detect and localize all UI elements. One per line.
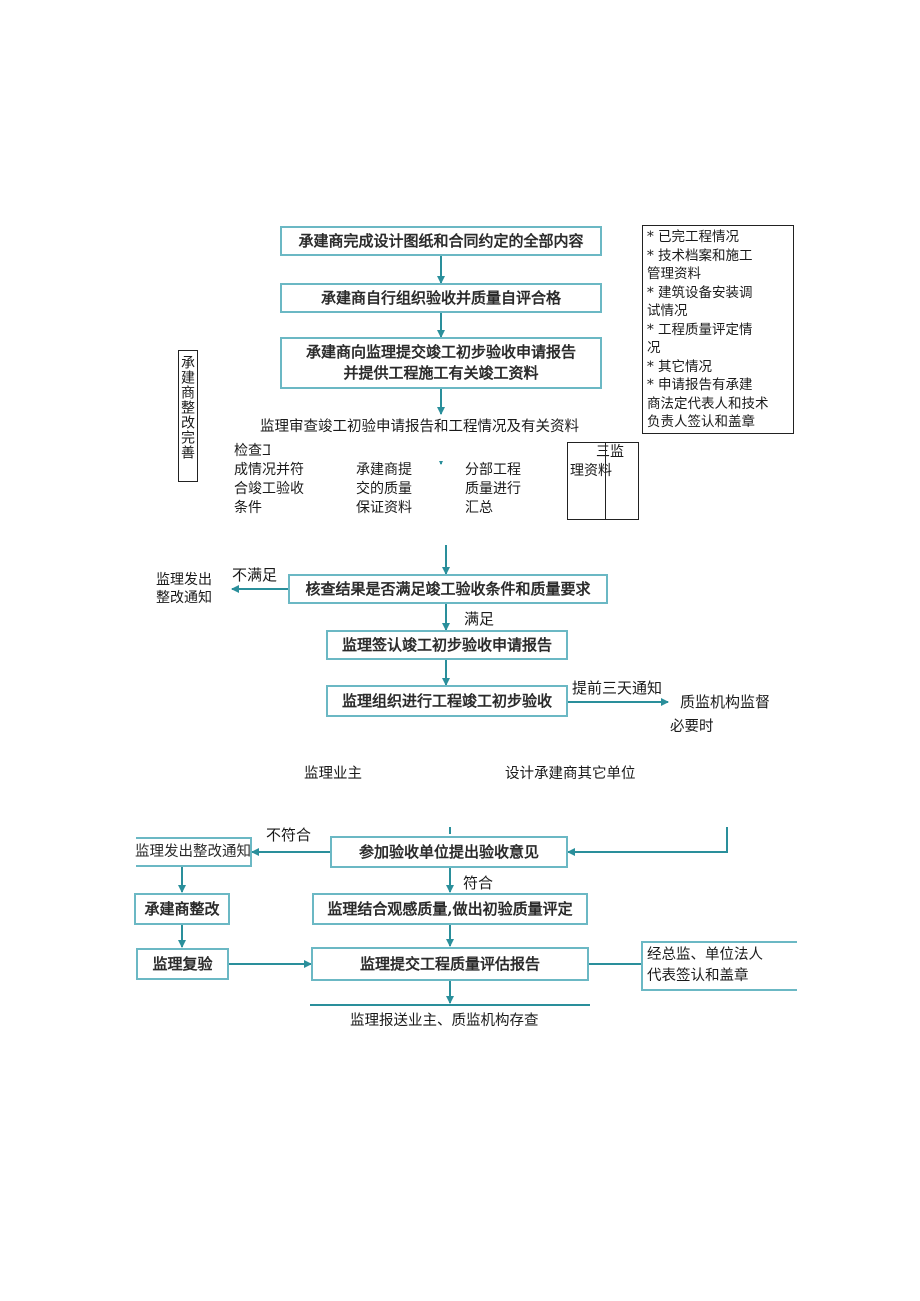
submission-materials-list: * 已完工程情况 * 技术档案和施工 管理资料 * 建筑设备安装调 试情况 * … [642, 225, 794, 434]
step3-line2: 并提供工程施工有关竣工资料 [343, 364, 539, 382]
list-item: 试情况 [647, 303, 688, 319]
opinions-text: 参加验收单位提出验收意见 [358, 842, 539, 861]
review-col-1-line: 条件 [234, 500, 262, 516]
participants-right: 设计承建商其它单位 [505, 766, 636, 782]
step3-box: 承建商向监理提交竣工初步验收申请报告 并提供工程施工有关竣工资料 [280, 337, 602, 389]
review-col-4-divider [605, 442, 606, 520]
review-heading: 监理审查竣工初验申请报告和工程情况及有关资料 [260, 419, 579, 435]
sign-box: 监理签认竣工初步验收申请报告 [326, 630, 568, 660]
sign-seal-line1: 经总监、单位法人 [647, 947, 763, 963]
review-col-3-line: 分部工程 [465, 462, 521, 478]
review-col-4-line: 三监 [596, 444, 624, 460]
organize-text: 监理组织进行工程竣工初步验收 [341, 691, 552, 710]
obscure-strip [270, 440, 596, 461]
archive-text: 监理报送业主、质监机构存查 [350, 1013, 539, 1029]
list-item: 负责人签认和盖章 [647, 414, 755, 430]
step2-box: 承建商自行组织验收并质量自评合格 [280, 283, 602, 313]
review-col-2-line: 承建商提 [356, 462, 412, 478]
step1-text: 承建商完成设计图纸和合同约定的全部内容 [298, 231, 584, 250]
review-col-3: 分部工程 质量进行 汇总 [465, 461, 521, 518]
list-item: * 技术档案和施工 [647, 247, 753, 264]
report-text: 监理提交工程质量评估报告 [359, 954, 540, 973]
sign-seal-note: 经总监、单位法人 代表签认和盖章 [641, 941, 797, 991]
step3-line1: 承建商向监理提交竣工初步验收申请报告 [305, 343, 576, 361]
evaluate-box: 监理结合观感质量,做出初验质量评定 [312, 893, 588, 925]
review-col-2: 承建商提 交的质量 保证资料 [356, 461, 412, 518]
review-col-3-line: 汇总 [465, 500, 493, 516]
review-col-1-line: 成情况并符 [234, 462, 304, 478]
rectify-notice-top-line2: 整改通知 [156, 590, 212, 606]
step2-text: 承建商自行组织验收并质量自评合格 [320, 288, 561, 307]
when-necessary: 必要时 [670, 719, 714, 735]
review-col-3-line: 质量进行 [465, 481, 521, 497]
evaluate-text: 监理结合观感质量,做出初验质量评定 [327, 899, 573, 918]
review-col-1-line: 合竣工验收 [234, 481, 304, 497]
list-item: * 工程质量评定情 [647, 321, 753, 338]
label-satisfied: 满足 [464, 610, 495, 628]
list-item: 管理资料 [647, 266, 701, 282]
opinions-box: 参加验收单位提出验收意见 [330, 836, 568, 868]
rectify-notice-box: 监理发出整改通知 [135, 837, 252, 867]
recheck-text: 监理复验 [152, 954, 213, 973]
review-col-4: 三监 理资料 [567, 442, 639, 520]
label-not-conform: 不符合 [266, 826, 312, 844]
review-col-1-line: 检查工 [234, 443, 276, 459]
list-item: * 申请报告有承建 [647, 377, 753, 393]
list-item: * 建筑设备安装调 [647, 284, 753, 301]
arrow-right-opinions [567, 827, 728, 856]
quality-supervision: 质监机构监督 [680, 693, 771, 711]
sign-text: 监理签认竣工初步验收申请报告 [341, 635, 552, 654]
list-item: 商法定代表人和技术 [647, 395, 769, 412]
list-item: 况 [647, 340, 661, 356]
check-box: 核查结果是否满足竣工验收条件和质量要求 [288, 574, 608, 604]
review-col-2-line: 交的质量 [356, 481, 412, 497]
contractor-rectify-box: 承建商整改 [134, 893, 230, 925]
organize-box: 监理组织进行工程竣工初步验收 [326, 685, 568, 717]
rectify-notice-top: 监理发出 整改通知 [156, 571, 212, 607]
label-not-satisfied: 不满足 [232, 566, 278, 584]
review-col-2-line: 保证资料 [356, 500, 412, 516]
sign-seal-line2: 代表签认和盖章 [647, 968, 749, 984]
contractor-rectify-vertical: 承建商整改完善 [178, 350, 198, 482]
list-item: * 其它情况 [647, 358, 713, 375]
label-notify-three-days: 提前三天通知 [572, 679, 663, 697]
report-box: 监理提交工程质量评估报告 [311, 947, 589, 981]
contractor-rectify-text: 承建商整改 [144, 899, 220, 918]
rectify-notice-text: 监理发出整改通知 [135, 843, 251, 860]
review-col-1: 检查工 成情况并符 合竣工验收 条件 [234, 442, 304, 518]
label-conform: 符合 [463, 874, 494, 892]
list-item: * 已完工程情况 [647, 229, 740, 245]
recheck-box: 监理复验 [136, 948, 229, 980]
participants-left: 监理业主 [304, 766, 362, 782]
step1-box: 承建商完成设计图纸和合同约定的全部内容 [280, 226, 602, 256]
check-text: 核查结果是否满足竣工验收条件和质量要求 [305, 579, 591, 598]
review-col-4-line: 理资料 [570, 463, 612, 479]
rectify-notice-top-line1: 监理发出 [156, 572, 212, 588]
